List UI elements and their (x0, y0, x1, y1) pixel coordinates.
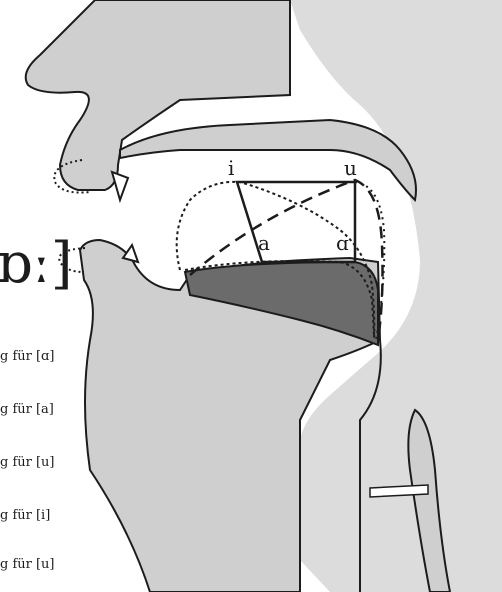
legend-item: g für [a] (0, 402, 54, 417)
legend-item: g für [u] (0, 557, 55, 572)
vowel-label-i: i (228, 156, 234, 180)
vowel-label-a: a (258, 231, 270, 255)
lower-incisor (123, 245, 138, 262)
heading-fragment: ɒː] (0, 231, 73, 296)
upper-incisor (112, 172, 128, 200)
vowel-label-u: u (344, 156, 357, 180)
nose-upper-lip (26, 0, 290, 190)
legend-item: g für [i] (0, 508, 50, 523)
hard-palate (120, 120, 416, 200)
vowel-label-open-back: ɑ (336, 231, 349, 255)
legend: g für [ɑ] g für [a] g für [u] g für [i] … (0, 349, 55, 572)
legend-item: g für [ɑ] (0, 349, 54, 364)
vocal-cords (370, 485, 428, 497)
legend-item: g für [u] (0, 455, 55, 470)
